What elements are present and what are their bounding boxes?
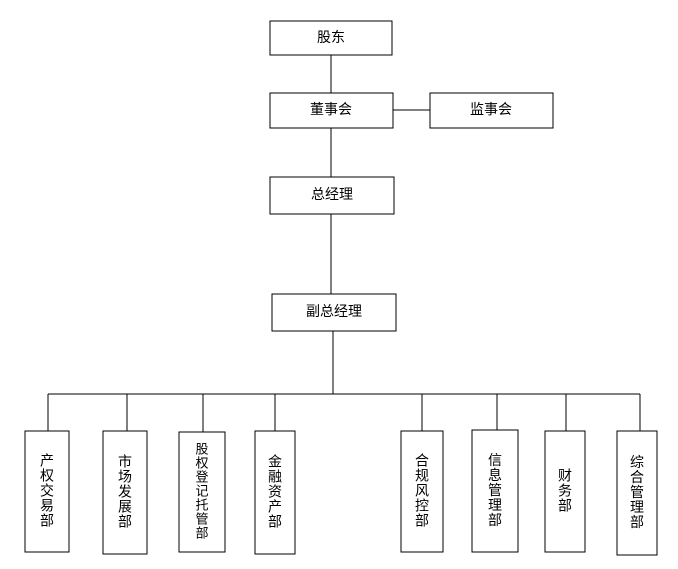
supervisors-box: 监事会 — [429, 92, 554, 129]
supervisors-label: 监事会 — [470, 102, 512, 118]
department-boxes: 产权交易部 市场发展部 股权登记托管部 金融资产部 合规风控部 信息管理部 财务部 综合管理部 — [24, 429, 658, 556]
department-drop-lines — [47, 394, 641, 432]
department-label-5: 合规风控部 — [415, 454, 429, 530]
shareholders-box: 股东 — [269, 20, 393, 56]
department-label-1: 产权交易部 — [40, 454, 54, 530]
department-label-8: 综合管理部 — [630, 455, 644, 531]
department-label-6: 信息管理部 — [488, 453, 502, 529]
department-label-2: 市场发展部 — [118, 454, 132, 531]
department-label-4: 金融资产部 — [268, 455, 282, 531]
deputy-general-manager-label: 副总经理 — [306, 304, 362, 320]
department-box-5: 合规风控部 — [400, 430, 444, 553]
department-label-7: 财务部 — [558, 469, 572, 515]
board-box: 董事会 — [269, 92, 394, 129]
department-label-3: 股权登记托管部 — [195, 443, 208, 542]
department-box-4: 金融资产部 — [254, 430, 296, 555]
department-box-2: 市场发展部 — [102, 430, 148, 555]
department-box-3: 股权登记托管部 — [178, 431, 226, 553]
department-box-8: 综合管理部 — [616, 430, 658, 556]
department-box-1: 产权交易部 — [24, 430, 70, 553]
department-box-6: 信息管理部 — [471, 429, 519, 553]
general-manager-label: 总经理 — [311, 187, 353, 203]
department-box-7: 财务部 — [544, 430, 586, 553]
general-manager-box: 总经理 — [269, 176, 395, 215]
board-label: 董事会 — [310, 102, 352, 118]
deputy-general-manager-box: 副总经理 — [271, 293, 397, 332]
connector-lines — [48, 55, 640, 395]
shareholders-label: 股东 — [317, 30, 345, 46]
